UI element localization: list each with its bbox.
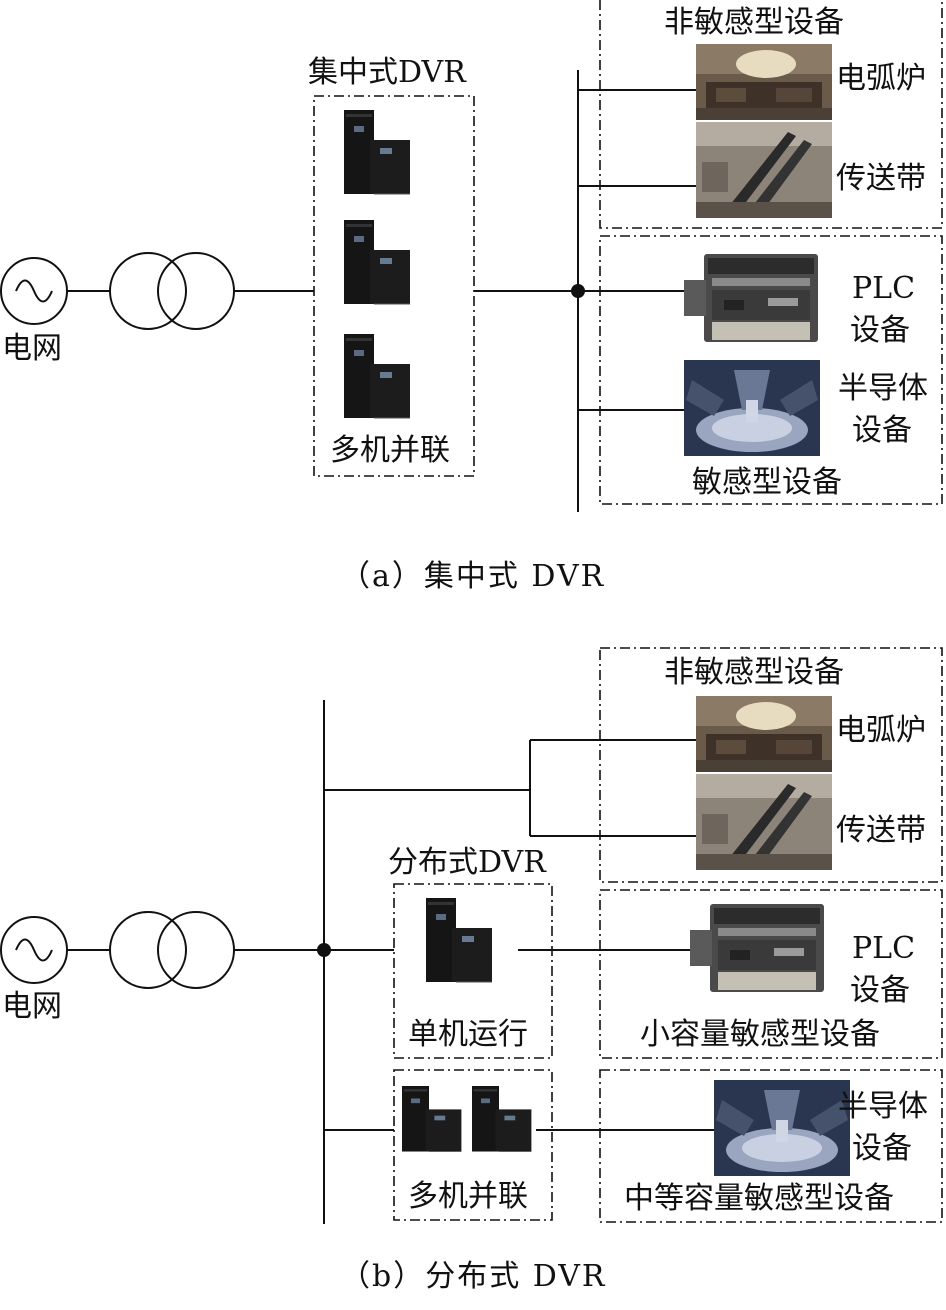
single-dvr-box bbox=[393, 883, 553, 1059]
caption-b: （b）分布式 DVR bbox=[340, 1259, 607, 1294]
arc-furnace-label: 电弧炉 bbox=[836, 713, 926, 748]
ups-icon bbox=[343, 109, 411, 195]
small-sensitive-label: 小容量敏感型设备 bbox=[640, 1017, 880, 1052]
arc-furnace-image bbox=[696, 44, 832, 120]
ups-icon bbox=[343, 219, 411, 305]
medium-sensitive-group-box bbox=[599, 1069, 943, 1223]
nonsensitive-title: 非敏感型设备 bbox=[664, 655, 844, 690]
semiconductor-label: 半导体 bbox=[838, 1089, 928, 1124]
diagram-b bbox=[0, 647, 943, 1224]
plc-label-line2: 设备 bbox=[850, 313, 910, 348]
sensitive-group-box bbox=[599, 235, 943, 505]
arc-furnace-image bbox=[696, 696, 832, 772]
diagram-a bbox=[0, 0, 943, 512]
parallel-mode-label: 多机并联 bbox=[408, 1179, 528, 1214]
conveyor-image bbox=[696, 774, 832, 870]
semiconductor-label: 半导体 bbox=[838, 371, 928, 406]
semiconductor-label-line2: 设备 bbox=[852, 413, 912, 448]
ups-icon bbox=[471, 1085, 532, 1152]
distributed-dvr-title: 分布式DVR bbox=[388, 845, 546, 880]
conveyor-image bbox=[696, 122, 832, 218]
plc-label: PLC bbox=[852, 931, 916, 966]
sensitive-title: 敏感型设备 bbox=[692, 465, 842, 500]
nonsensitive-title: 非敏感型设备 bbox=[664, 5, 844, 40]
semiconductor-label-line2: 设备 bbox=[852, 1131, 912, 1166]
grid-source-icon bbox=[0, 911, 235, 989]
ups-icon bbox=[343, 333, 411, 419]
centralized-dvr-box bbox=[313, 95, 475, 477]
conveyor-label: 传送带 bbox=[836, 161, 926, 196]
dvr-mode-label: 多机并联 bbox=[330, 433, 450, 468]
nonsensitive-group-box bbox=[599, 647, 943, 883]
ups-icon bbox=[425, 897, 493, 983]
grid-source-icon bbox=[0, 252, 235, 330]
small-sensitive-group-box bbox=[599, 889, 943, 1059]
semiconductor-image bbox=[684, 360, 820, 456]
nonsensitive-group-box bbox=[599, 0, 943, 229]
plc-image bbox=[690, 904, 824, 992]
grid-label: 电网 bbox=[2, 331, 62, 366]
plc-label: PLC bbox=[852, 271, 916, 306]
conveyor-label: 传送带 bbox=[836, 813, 926, 848]
caption-a: （a）集中式 DVR bbox=[340, 559, 606, 594]
semiconductor-image bbox=[714, 1080, 850, 1176]
plc-image bbox=[684, 254, 818, 342]
ups-icon bbox=[401, 1085, 462, 1152]
parallel-dvr-box bbox=[393, 1069, 553, 1221]
plc-label-line2: 设备 bbox=[850, 973, 910, 1008]
grid-label: 电网 bbox=[2, 989, 62, 1024]
single-mode-label: 单机运行 bbox=[408, 1017, 528, 1052]
arc-furnace-label: 电弧炉 bbox=[836, 61, 926, 96]
centralized-dvr-title: 集中式DVR bbox=[308, 55, 466, 90]
medium-sensitive-label: 中等容量敏感型设备 bbox=[624, 1181, 894, 1216]
